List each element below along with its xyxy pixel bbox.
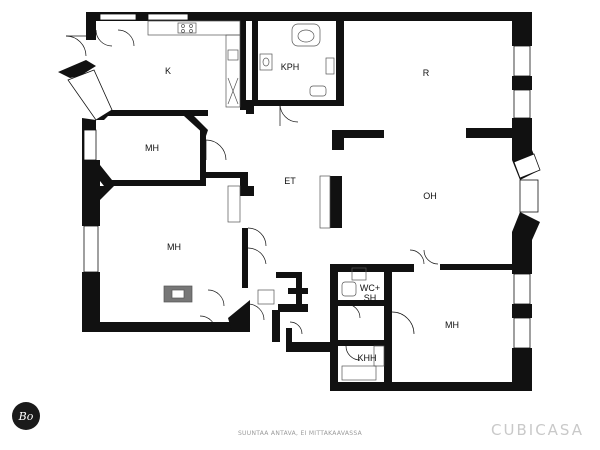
fixtures — [147, 20, 385, 381]
disclaimer-note: SUUNTAA ANTAVA, EI MITTAKAAVASSA — [237, 430, 363, 437]
room-label-r: R — [423, 68, 430, 78]
room-label-mh-1: MH — [145, 143, 159, 153]
walls — [58, 12, 540, 391]
room-label-et: ET — [284, 176, 296, 186]
room-label-mh-2: MH — [167, 242, 181, 252]
doors — [65, 29, 439, 361]
room-label-sh: SH — [364, 293, 377, 303]
room-label-khh: KHH — [357, 353, 376, 363]
agency-logo: Bo — [12, 402, 40, 430]
brand-watermark: CUBICASA — [491, 421, 584, 439]
room-label-kph: KPH — [281, 62, 300, 72]
room-label-oh: OH — [423, 191, 437, 201]
room-label-k: K — [165, 66, 171, 76]
windows — [67, 13, 541, 349]
room-label-wc: WC+ — [360, 283, 380, 293]
room-labels: K KPH R MH ET OH MH WC+ SH KHH MH — [145, 62, 459, 363]
room-label-mh-3: MH — [445, 320, 459, 330]
